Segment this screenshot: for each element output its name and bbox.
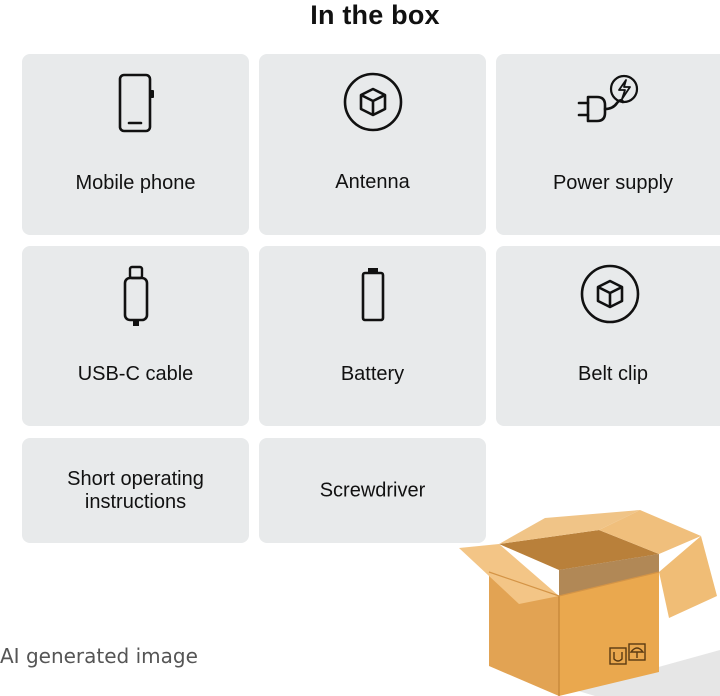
- page-title: In the box: [310, 0, 440, 30]
- item-label: Antenna: [335, 171, 410, 193]
- item-card-usb-c-cable: USB-C cable: [22, 246, 249, 426]
- ai-generated-caption: AI generated image: [0, 644, 198, 668]
- item-card-screwdriver: Screwdriver: [259, 438, 486, 543]
- item-label-line: instructions: [84, 490, 187, 513]
- power-plug-icon: [575, 72, 645, 130]
- item-card-antenna: Antenna: [259, 54, 486, 235]
- item-label: Mobile phone: [75, 172, 196, 194]
- item-label: Screwdriver: [319, 479, 426, 501]
- mobile-phone-icon: [114, 72, 158, 136]
- item-label: Belt clip: [577, 363, 649, 385]
- usb-c-cable-icon: [118, 264, 154, 330]
- item-card-mobile-phone: Mobile phone: [22, 54, 249, 235]
- item-label: Power supply: [552, 172, 674, 194]
- item-card-power-supply: Power supply: [496, 54, 720, 235]
- cube-icon: [578, 262, 642, 326]
- item-label: USB-C cable: [77, 363, 194, 385]
- item-label: Battery: [340, 363, 405, 385]
- cube-icon: [341, 70, 405, 134]
- open-cardboard-box-image: [455, 500, 720, 696]
- battery-icon: [358, 266, 388, 324]
- item-label: Short operating instructions: [22, 468, 249, 514]
- item-card-belt-clip: Belt clip: [496, 246, 720, 426]
- item-label-line: Short operating: [67, 467, 204, 490]
- item-card-short-operating-instructions: Short operating instructions: [22, 438, 249, 543]
- item-card-battery: Battery: [259, 246, 486, 426]
